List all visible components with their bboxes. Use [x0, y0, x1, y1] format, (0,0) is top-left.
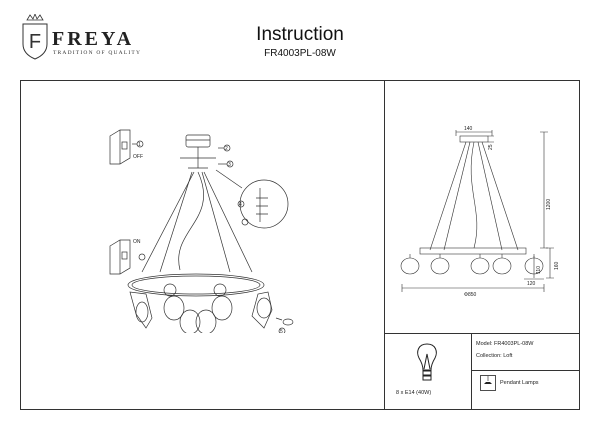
spotlight-icon: [179, 309, 201, 333]
category-spec: Pendant Lamps: [500, 380, 539, 386]
drawing-frame: [20, 80, 580, 410]
svg-text:F: F: [29, 31, 41, 53]
model-spec: Model: FR4003PL-08W: [476, 341, 534, 347]
spec-divider: [384, 333, 580, 334]
step-number: 5: [280, 329, 283, 333]
switch-on-label: ON: [133, 239, 141, 245]
frame-divider: [384, 80, 385, 410]
spotlight-icon: [211, 283, 233, 321]
spec-divider: [471, 333, 472, 410]
ceiling-plate: [459, 135, 489, 143]
ring-frame: [127, 273, 265, 297]
model-code: FR4003PL-08W: [264, 48, 336, 59]
page-title: Instruction: [256, 24, 344, 45]
dim-ring-diameter: Φ850: [464, 292, 477, 298]
switch-off-icon: [109, 129, 131, 165]
bulb-icon: [275, 317, 294, 326]
ring-profile: [419, 247, 527, 255]
step-number: 4: [239, 202, 242, 208]
ceiling-canopy-icon: [180, 134, 216, 169]
switch-off-label: OFF: [133, 154, 143, 160]
bulb-icon: [417, 343, 437, 381]
detail-magnifier-icon: [215, 169, 289, 229]
dimension-drawing: 140 25 1200 Φ850 120 160 110: [400, 126, 560, 298]
spotlight-icon: [129, 291, 153, 329]
dim-top-plate: 140: [464, 126, 473, 132]
dim-plate-height: 25: [488, 144, 494, 150]
spec-divider: [471, 370, 580, 371]
dim-total-height: 1200: [546, 199, 552, 210]
spotlight-icon: [195, 309, 217, 333]
brand-tagline: TRADITION OF QUALITY: [53, 50, 142, 56]
brand-name: FREYA: [52, 28, 135, 50]
spotlight-icon: [163, 283, 185, 321]
pendant-lamp-icon: [480, 375, 496, 391]
step-number: 2: [225, 146, 228, 152]
spotlight-icon: [251, 291, 273, 329]
dim-spot-width: 120: [527, 281, 536, 287]
step-number: 1: [138, 142, 141, 148]
step-number: 3: [228, 162, 231, 168]
dim-spot-depth: 110: [536, 266, 542, 274]
installation-drawing: 1 2 3 4 5 OFF ON: [109, 129, 294, 333]
collection-spec: Collection: Loft: [476, 353, 513, 359]
dim-spot-height: 160: [554, 261, 560, 270]
switch-on-icon: [109, 239, 131, 275]
freya-logo-icon: F: [22, 14, 48, 60]
lamp-spec: 8 x E14 (40W): [396, 390, 432, 396]
